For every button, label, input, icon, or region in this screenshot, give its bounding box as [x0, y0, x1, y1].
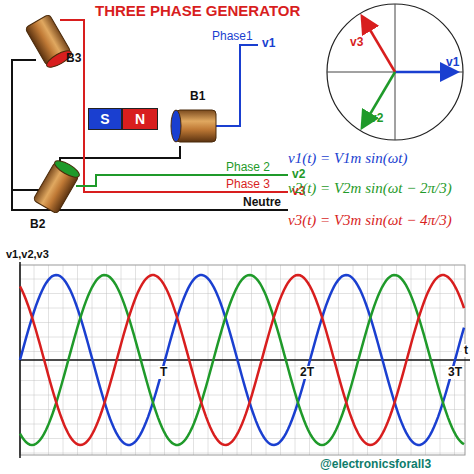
coil-label: B3: [66, 52, 81, 65]
watermark: @electronicsforall3: [318, 458, 433, 471]
signal-name: v2: [292, 168, 305, 181]
pole-letter: S: [100, 111, 109, 127]
waveform: [20, 275, 464, 445]
neutral-label: Neutre: [243, 196, 281, 209]
magnet-pole: N: [122, 108, 158, 130]
phasor-diagram: [327, 4, 463, 140]
phasor-label: v2: [370, 112, 383, 125]
equation: v3(t) = V3m sin(ωt − 4π/3): [288, 212, 452, 229]
coil-label: B2: [30, 218, 45, 231]
equation: v1(t) = V1m sin(ωt): [288, 150, 407, 167]
tick-label: 3T: [446, 366, 464, 379]
phase-label: Phase1: [212, 30, 253, 43]
coil-b1: [171, 110, 216, 142]
pole-letter: N: [135, 111, 145, 127]
equation: v2(t) = V2m sin(ωt − 2π/3): [288, 180, 452, 197]
magnet-pole: S: [88, 108, 122, 130]
coil-b2: [33, 158, 82, 214]
phase-label: Phase 2: [226, 161, 270, 174]
tick-label: 2T: [298, 366, 316, 379]
title: THREE PHASE GENERATOR: [95, 3, 300, 20]
waveform: [20, 275, 464, 445]
axis-label: t: [462, 344, 470, 357]
phasor-label: v3: [350, 36, 363, 49]
waveforms: [20, 275, 464, 445]
time-axis: [20, 359, 470, 361]
tick-label: T: [158, 366, 169, 379]
signal-name: v1: [262, 37, 275, 50]
waveform: [20, 275, 464, 445]
phase-label: Phase 3: [226, 178, 270, 191]
axis-label: v1,v2,v3: [4, 248, 51, 260]
coil-label: B1: [190, 90, 205, 103]
phasor-label: v1: [446, 56, 459, 69]
